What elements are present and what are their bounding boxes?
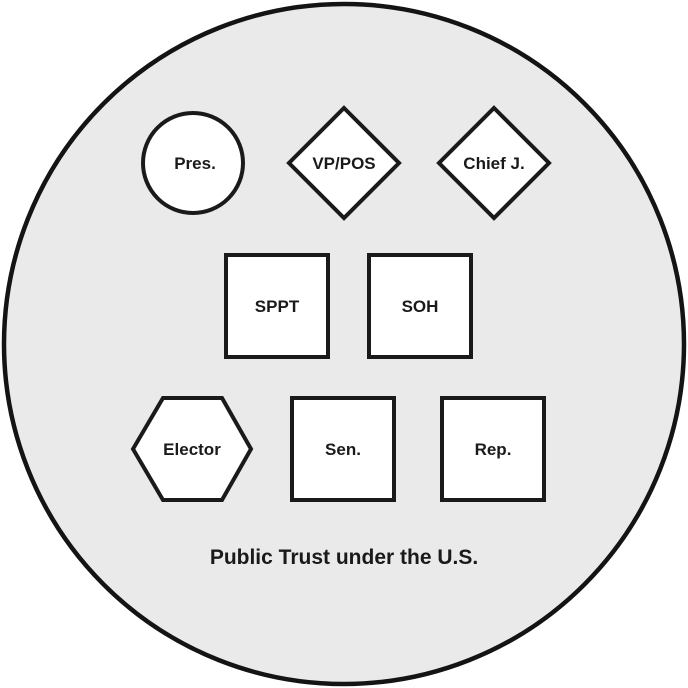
- diagram-caption: Public Trust under the U.S.: [210, 546, 478, 569]
- square-shape: [367, 253, 473, 359]
- circle-shape: [141, 111, 245, 215]
- node-rep: Rep.: [440, 396, 546, 502]
- node-label: SOH: [402, 297, 439, 316]
- diamond-shape: [436, 105, 552, 221]
- node-elector: Elector: [130, 396, 254, 502]
- node-chief-j: Chief J.: [436, 105, 552, 221]
- node-label: Sen.: [325, 440, 361, 459]
- node-label: Pres.: [174, 154, 216, 173]
- node-sen: Sen.: [290, 396, 396, 502]
- node-label: Chief J.: [463, 154, 524, 173]
- hexagon-shape: [130, 396, 254, 502]
- square-shape: [290, 396, 396, 502]
- node-label: SPPT: [255, 297, 300, 316]
- node-vp-pos: VP/POS: [286, 105, 402, 221]
- node-label: Elector: [163, 440, 221, 459]
- node-soh: SOH: [367, 253, 473, 359]
- square-shape: [224, 253, 330, 359]
- node-sppt: SPPT: [224, 253, 330, 359]
- node-label: VP/POS: [312, 154, 375, 173]
- node-label: Rep.: [475, 440, 512, 459]
- node-pres: Pres.: [141, 111, 245, 215]
- square-shape: [440, 396, 546, 502]
- diamond-shape: [286, 105, 402, 221]
